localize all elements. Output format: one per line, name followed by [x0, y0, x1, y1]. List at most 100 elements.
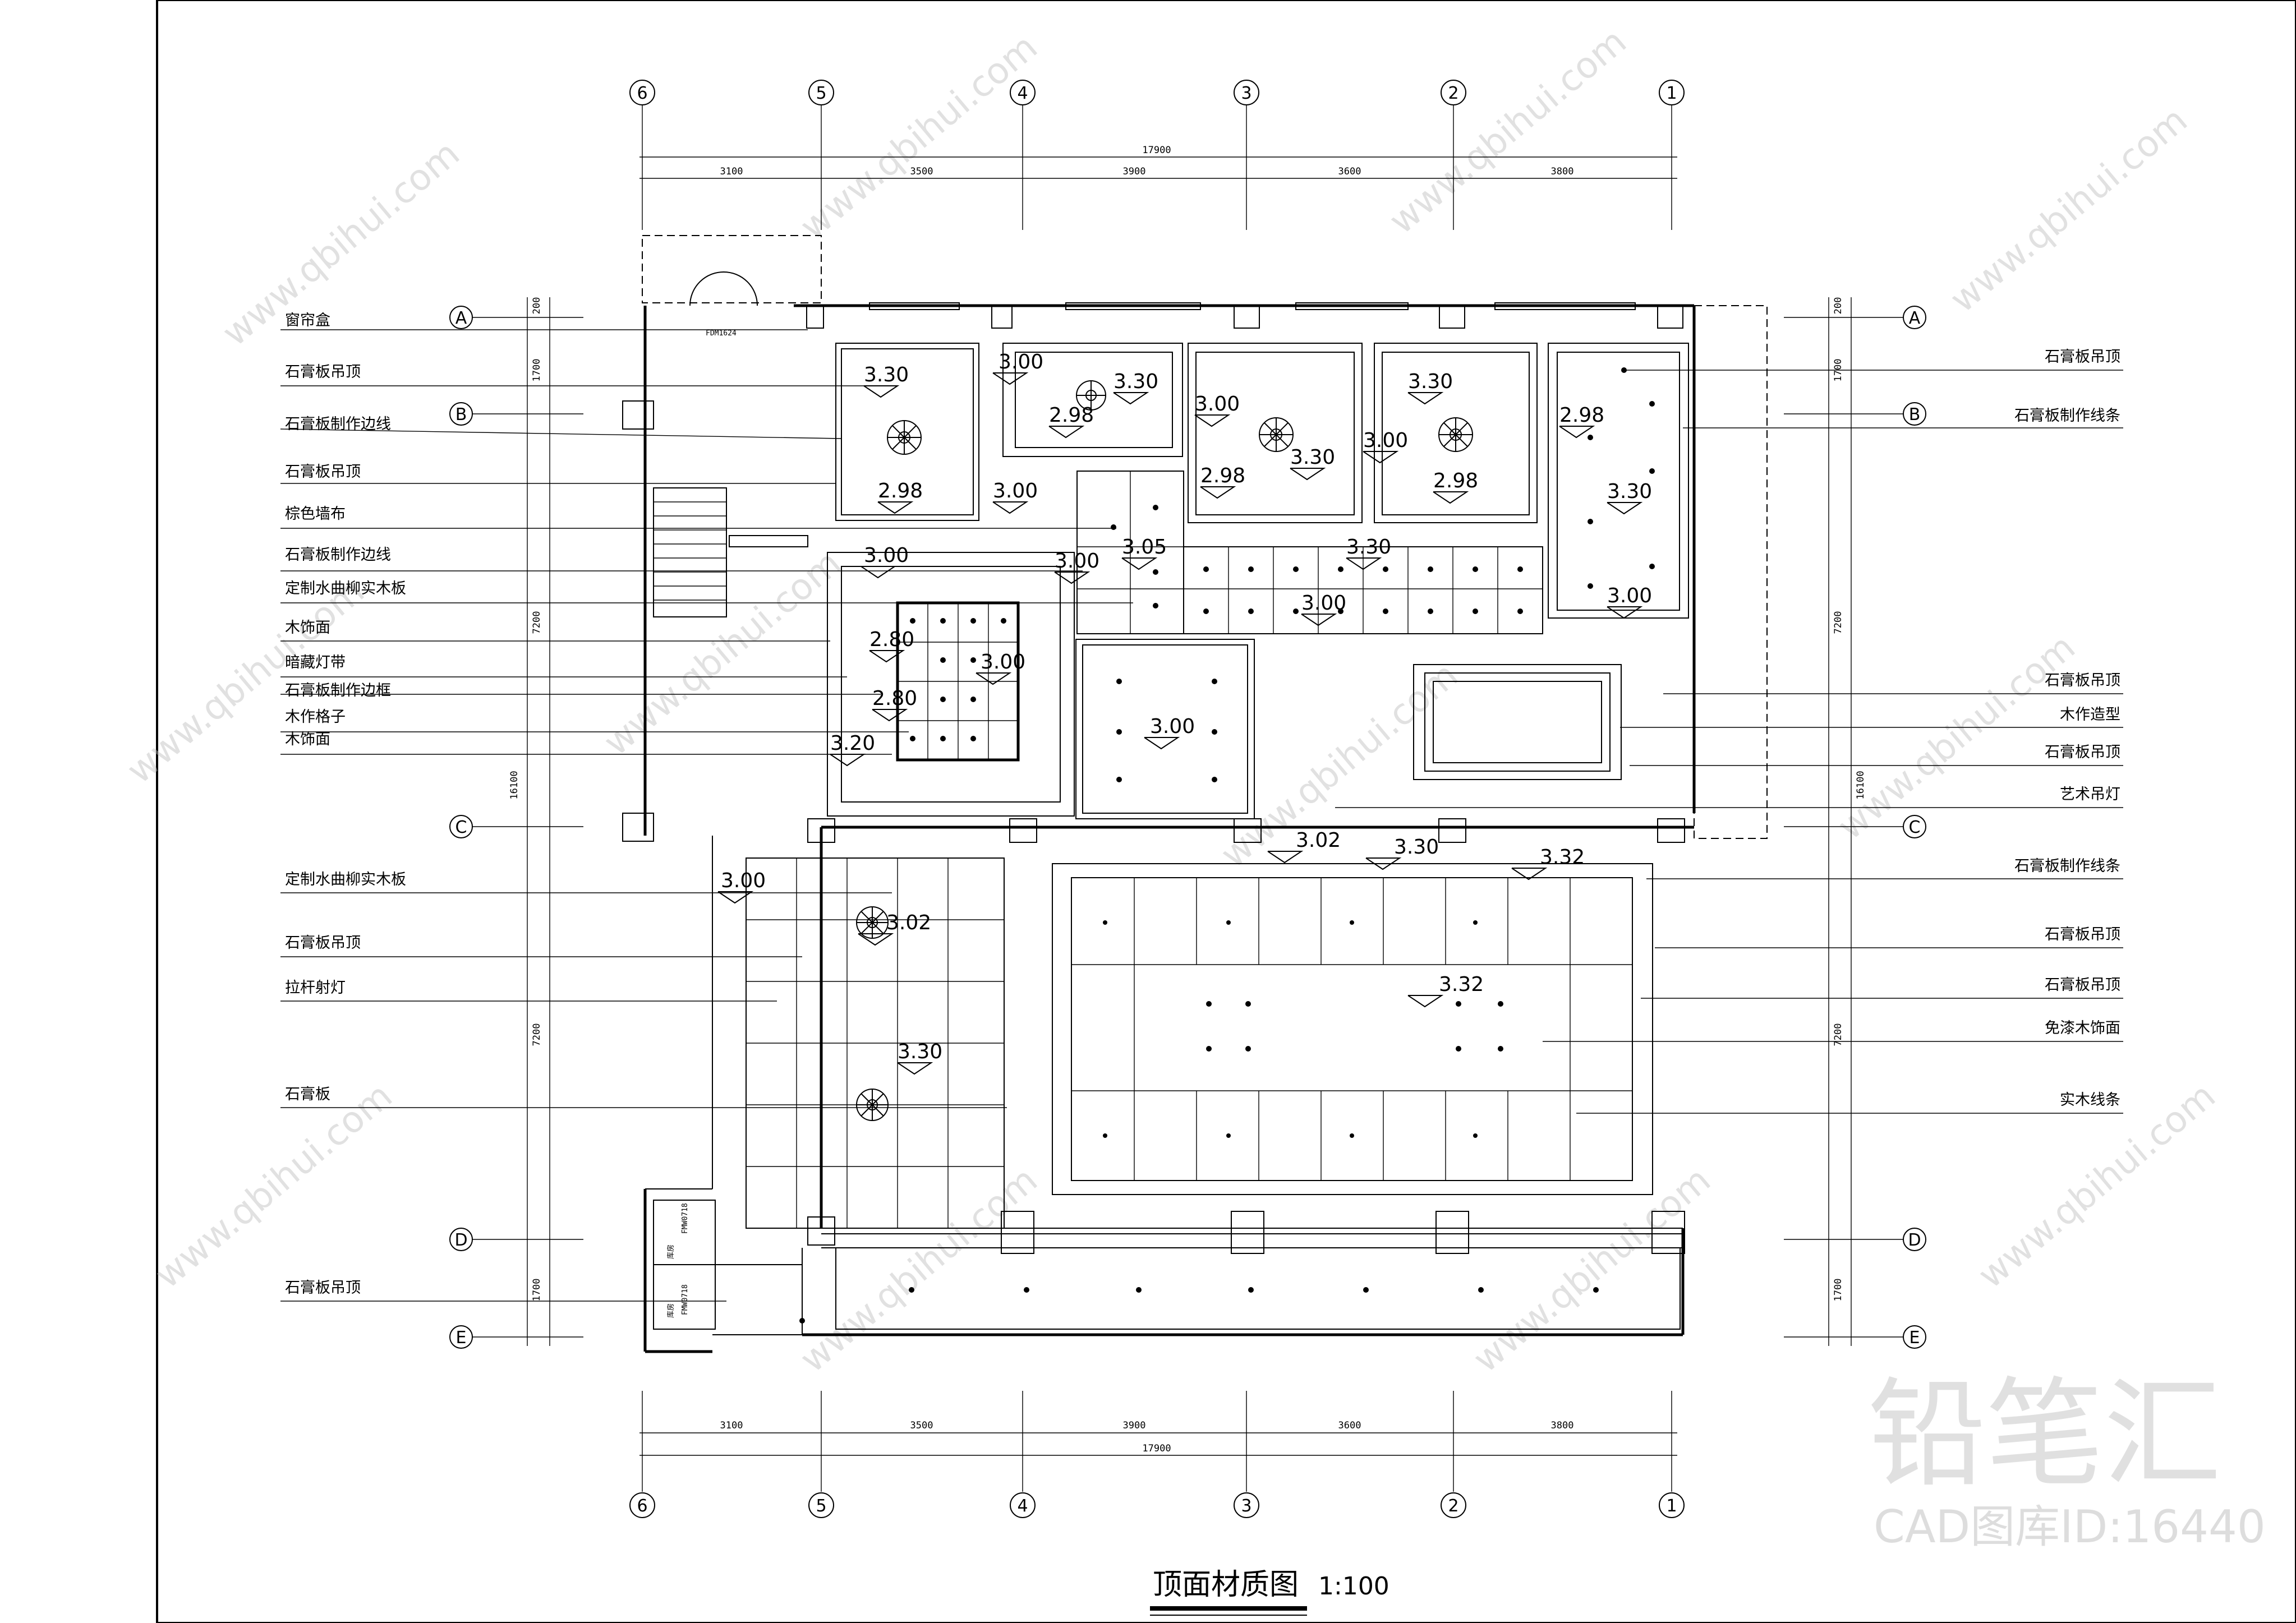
svg-text:A: A: [455, 308, 467, 328]
elevation-mark: 3.00: [1301, 592, 1346, 626]
dim-span: 3900: [1123, 1420, 1146, 1431]
callout-label: 石膏板吊顶: [285, 463, 361, 481]
svg-text:2.98: 2.98: [1433, 469, 1478, 492]
door-code: FDM1624: [706, 329, 737, 338]
column: [807, 818, 835, 843]
svg-text:3.00: 3.00: [993, 479, 1038, 502]
column: [991, 305, 1013, 329]
svg-text:3.30: 3.30: [1607, 480, 1652, 503]
svg-text:3.00: 3.00: [981, 651, 1025, 674]
watermark-layer: www.qbihui.com www.qbihui.com www.qbihui…: [119, 21, 2266, 1553]
elevation-mark: 3.30: [1290, 446, 1335, 481]
column: [1657, 305, 1683, 329]
svg-text:6: 6: [637, 84, 647, 103]
column: [622, 813, 654, 842]
svg-text:3.02: 3.02: [886, 911, 931, 934]
axis-bubble: 3: [1234, 80, 1259, 105]
svg-text:4: 4: [1017, 1496, 1028, 1516]
elevation-mark: 3.30: [1407, 370, 1453, 405]
svg-text:2.80: 2.80: [869, 628, 914, 651]
elevation-mark: 2.80: [872, 687, 917, 722]
watermark-text: www.qbihui.com: [1943, 99, 2196, 321]
right-dashed-bay: [1694, 305, 1768, 839]
room-tag: 库房: [666, 1244, 675, 1259]
door-code: FMW0718: [681, 1203, 689, 1234]
svg-text:5: 5: [816, 84, 826, 103]
elevation-mark: 3.05: [1121, 536, 1167, 570]
svg-text:3.00: 3.00: [1055, 550, 1099, 573]
dining-room-ceiling: [1052, 863, 1653, 1195]
dim-span: 3800: [1551, 166, 1574, 177]
room-tag: 库房: [666, 1303, 675, 1318]
callout-label: 石膏板制作边线: [285, 416, 391, 433]
callout-label: 木饰面: [285, 731, 330, 748]
downlight-icons: [799, 367, 1655, 1324]
column: [1001, 1211, 1034, 1254]
elevation-mark: 3.30: [1113, 370, 1158, 405]
callout-label: 石膏板吊顶: [285, 1279, 361, 1297]
svg-text:3.30: 3.30: [864, 363, 909, 386]
callout-label: 实木线条: [2060, 1091, 2120, 1109]
elevation-mark: 3.30: [1346, 536, 1391, 570]
ceiling-room-2: [1002, 343, 1183, 457]
tea-room-grid: [827, 552, 1075, 817]
ceiling-room-5: [1548, 343, 1689, 619]
column: [807, 1216, 835, 1246]
elevation-mark: 3.00: [1607, 584, 1652, 619]
dim-span: 3600: [1338, 166, 1361, 177]
column: [1234, 305, 1260, 329]
elevation-mark: 3.00: [717, 869, 766, 904]
callout-label: 石膏板制作线条: [2014, 857, 2120, 875]
watermark-text: www.qbihui.com: [1382, 21, 1635, 242]
callout-label: 石膏板吊顶: [285, 934, 361, 952]
elevation-mark: 2.98: [1048, 404, 1094, 439]
callout-label: 石膏板制作线条: [2014, 407, 2120, 425]
elevation-mark: 3.00: [992, 479, 1038, 514]
dim-span: 3800: [1551, 1420, 1574, 1431]
svg-text:3.00: 3.00: [721, 869, 766, 892]
watermark-text: www.qbihui.com: [1830, 626, 2083, 848]
bottom-axis-bubbles: 6 5 4 3 2 1: [629, 1492, 1685, 1518]
svg-text:3.32: 3.32: [1439, 973, 1484, 996]
ceiling-lamp-icon: [1076, 380, 1106, 411]
axis-bubble: A: [1903, 306, 1926, 329]
svg-text:B: B: [1909, 405, 1921, 425]
axis-bubble: 4: [1010, 1492, 1036, 1518]
callout-label: 石膏板吊顶: [2045, 672, 2120, 689]
axis-bubble: 5: [808, 1492, 834, 1518]
callout-label: 木作造型: [2060, 706, 2120, 723]
elevation-mark: 3.30: [863, 363, 909, 398]
svg-text:2.98: 2.98: [1200, 464, 1245, 487]
svg-text:2: 2: [1448, 1496, 1458, 1516]
callout-label: 石膏板吊顶: [2045, 926, 2120, 943]
axis-bubble: 6: [629, 80, 655, 105]
bottom-dimensions: 3100 3500 3900 3600 3800 17900: [639, 1391, 1677, 1492]
axis-bubble: 5: [808, 80, 834, 105]
svg-text:A: A: [1909, 308, 1921, 328]
svg-text:3.20: 3.20: [830, 732, 875, 755]
callout-label: 暗藏灯带: [285, 654, 346, 671]
svg-text:3.30: 3.30: [1114, 370, 1158, 393]
svg-text:3: 3: [1241, 84, 1251, 103]
left-hall-grid: [746, 857, 1005, 1229]
elevation-mark: 2.80: [869, 628, 914, 663]
svg-text:E: E: [1910, 1328, 1920, 1348]
ceiling-lamp-icon: [856, 1089, 889, 1121]
entry-canopy: [642, 235, 822, 303]
svg-text:5: 5: [816, 1496, 826, 1516]
svg-text:3.00: 3.00: [1301, 592, 1346, 615]
svg-text:3.00: 3.00: [864, 544, 909, 567]
svg-text:3.30: 3.30: [1346, 536, 1391, 559]
callout-label: 石膏板吊顶: [285, 363, 361, 381]
axis-bubble: 6: [629, 1492, 655, 1518]
svg-text:C: C: [1909, 818, 1921, 837]
corridor-bottom: [835, 1247, 1681, 1330]
elevation-mark: 2.98: [877, 479, 923, 514]
watermark-text: www.qbihui.com: [215, 133, 468, 354]
axis-bubble: C: [449, 815, 473, 838]
elevation-mark: 2.98: [1433, 469, 1478, 504]
axis-bubble: E: [449, 1325, 473, 1349]
ceiling-lamp-icon: [1438, 417, 1473, 452]
dim-span: 3100: [720, 166, 743, 177]
svg-text:3.05: 3.05: [1122, 536, 1167, 559]
